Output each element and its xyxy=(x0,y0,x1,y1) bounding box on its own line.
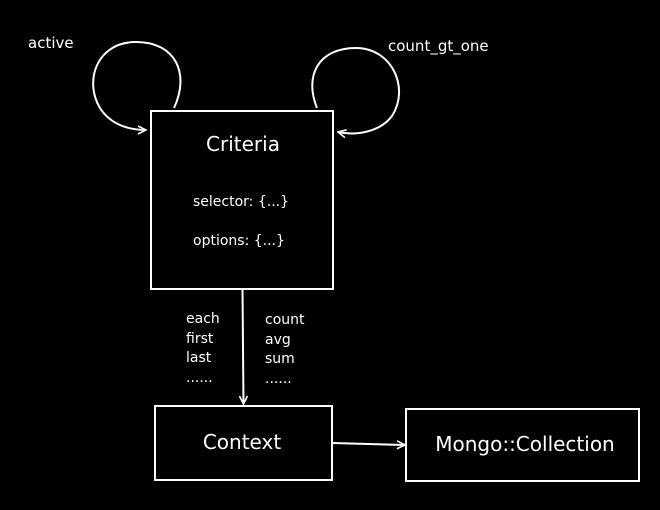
edge-label-item: ...... xyxy=(186,370,213,386)
self-loop-label-right: count_gt_one xyxy=(388,37,489,56)
collection-node: Mongo::Collection xyxy=(405,408,640,482)
edge-label-item: first xyxy=(186,331,214,347)
edge-label-item: last xyxy=(186,350,212,366)
collection-title: Mongo::Collection xyxy=(435,432,615,456)
edge-label-iteration-methods: each first last ...... xyxy=(186,311,220,386)
criteria-title: Criteria xyxy=(206,132,280,156)
edge-criteria-to-context xyxy=(243,289,244,404)
self-loop-right xyxy=(311,46,401,133)
edge-context-to-collection xyxy=(331,443,405,445)
self-loop-label-left: active xyxy=(28,34,74,52)
edge-label-item: count xyxy=(265,312,305,328)
criteria-node: Criteria selector: {...} options: {...} xyxy=(150,110,334,290)
edge-label-item: sum xyxy=(265,351,295,367)
criteria-field-selector: selector: {...} xyxy=(193,194,289,210)
context-title: Context xyxy=(203,430,282,454)
edge-label-aggregate-methods: count avg sum ...... xyxy=(265,312,305,387)
edge-label-item: avg xyxy=(265,332,291,348)
context-node: Context xyxy=(154,405,333,481)
edge-label-item: each xyxy=(186,311,220,327)
self-loop-left xyxy=(92,40,182,130)
edge-label-item: ...... xyxy=(265,371,292,387)
criteria-field-options: options: {...} xyxy=(193,233,285,249)
